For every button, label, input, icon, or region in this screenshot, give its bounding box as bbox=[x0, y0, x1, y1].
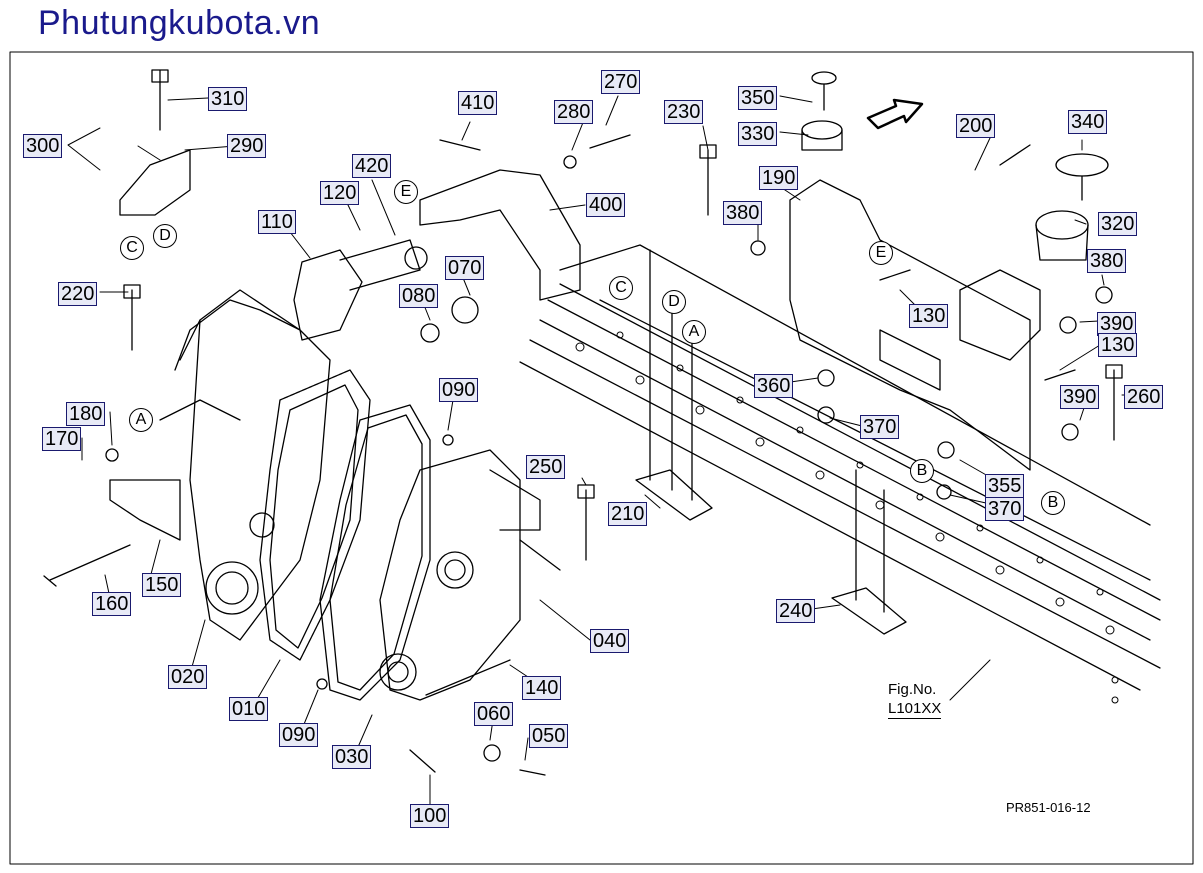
reference-marker: B bbox=[910, 459, 934, 483]
reference-marker: C bbox=[609, 276, 633, 300]
part-label[interactable]: 240 bbox=[776, 599, 816, 623]
part-label[interactable]: 090 bbox=[279, 723, 319, 747]
part-label[interactable]: 060 bbox=[474, 702, 514, 726]
part-label[interactable]: 010 bbox=[229, 697, 269, 721]
part-label[interactable]: 360 bbox=[754, 374, 794, 398]
part-label[interactable]: 180 bbox=[66, 402, 106, 426]
part-label[interactable]: 300 bbox=[23, 134, 63, 158]
part-label[interactable]: 130 bbox=[1098, 333, 1138, 357]
part-label[interactable]: 210 bbox=[608, 502, 648, 526]
part-label[interactable]: 350 bbox=[738, 86, 778, 110]
figure-number: Fig.No. L101XX bbox=[888, 680, 942, 719]
part-label[interactable]: 050 bbox=[529, 724, 569, 748]
reference-marker: E bbox=[394, 180, 418, 204]
reference-marker: B bbox=[1041, 491, 1065, 515]
part-label[interactable]: 355 bbox=[985, 474, 1025, 498]
part-label[interactable]: 190 bbox=[759, 166, 799, 190]
part-label[interactable]: 420 bbox=[352, 154, 392, 178]
part-label[interactable]: 160 bbox=[92, 592, 132, 616]
part-label[interactable]: 340 bbox=[1068, 110, 1108, 134]
part-label[interactable]: 170 bbox=[42, 427, 82, 451]
reference-marker: D bbox=[662, 290, 686, 314]
part-label[interactable]: 220 bbox=[58, 282, 98, 306]
part-label[interactable]: 140 bbox=[522, 676, 562, 700]
part-label[interactable]: 090 bbox=[439, 378, 479, 402]
part-label[interactable]: 370 bbox=[985, 497, 1025, 521]
part-label[interactable]: 200 bbox=[956, 114, 996, 138]
reference-marker: A bbox=[129, 408, 153, 432]
part-label[interactable]: 310 bbox=[208, 87, 248, 111]
direction-arrow-icon bbox=[866, 96, 928, 141]
part-label[interactable]: 130 bbox=[909, 304, 949, 328]
part-label[interactable]: 320 bbox=[1098, 212, 1138, 236]
figure-label: Fig.No. bbox=[888, 681, 937, 698]
part-label[interactable]: 290 bbox=[227, 134, 267, 158]
part-label[interactable]: 040 bbox=[590, 629, 630, 653]
part-label[interactable]: 380 bbox=[723, 201, 763, 225]
part-label[interactable]: 380 bbox=[1087, 249, 1127, 273]
part-label[interactable]: 280 bbox=[554, 100, 594, 124]
part-label[interactable]: 250 bbox=[526, 455, 566, 479]
part-label[interactable]: 030 bbox=[332, 745, 372, 769]
part-label[interactable]: 390 bbox=[1060, 385, 1100, 409]
part-label[interactable]: 070 bbox=[445, 256, 485, 280]
part-label[interactable]: 150 bbox=[142, 573, 182, 597]
figure-id: L101XX bbox=[888, 700, 942, 719]
part-label[interactable]: 410 bbox=[458, 91, 498, 115]
reference-marker: A bbox=[682, 320, 706, 344]
part-label[interactable]: 390 bbox=[1097, 312, 1137, 336]
part-label[interactable]: 270 bbox=[601, 70, 641, 94]
part-label[interactable]: 260 bbox=[1124, 385, 1164, 409]
part-label[interactable]: 110 bbox=[258, 210, 296, 234]
part-label[interactable]: 370 bbox=[860, 415, 900, 439]
reference-marker: D bbox=[153, 224, 177, 248]
site-title[interactable]: Phutungkubota.vn bbox=[38, 4, 321, 42]
reference-marker: C bbox=[120, 236, 144, 260]
drawing-code: PR851-016-12 bbox=[1006, 800, 1091, 815]
part-label[interactable]: 230 bbox=[664, 100, 704, 124]
reference-marker: E bbox=[869, 241, 893, 265]
part-label[interactable]: 100 bbox=[410, 804, 450, 828]
part-label[interactable]: 020 bbox=[168, 665, 208, 689]
part-label[interactable]: 330 bbox=[738, 122, 778, 146]
part-label[interactable]: 120 bbox=[320, 181, 360, 205]
part-label[interactable]: 400 bbox=[586, 193, 626, 217]
part-label[interactable]: 080 bbox=[399, 284, 439, 308]
